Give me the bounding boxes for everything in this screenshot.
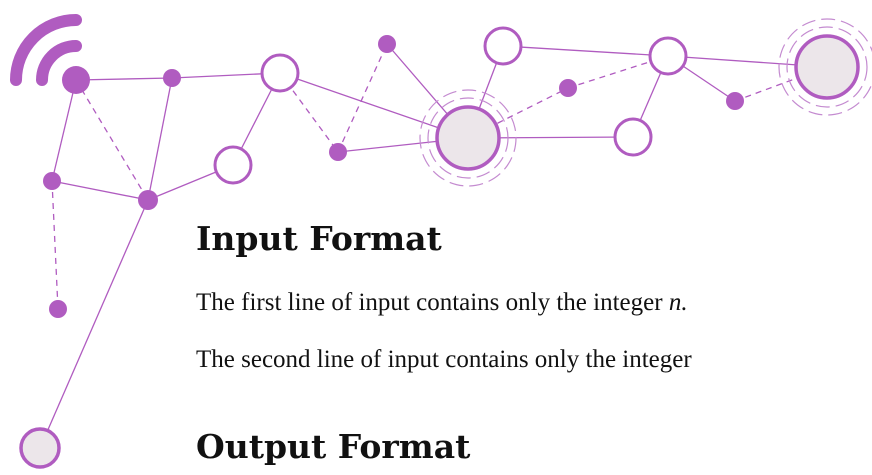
output-format-heading: Output Format xyxy=(196,427,471,466)
input-line-1-text: The first line of input contains only th… xyxy=(196,289,669,316)
input-line-1: The first line of input contains only th… xyxy=(196,290,688,315)
network-dots xyxy=(43,35,744,318)
input-format-heading: Input Format xyxy=(196,219,442,258)
input-line-2: The second line of input contains only t… xyxy=(196,347,692,372)
input-line-2-text: The second line of input contains only t… xyxy=(196,346,692,373)
network-lines xyxy=(39,43,828,449)
input-line-1-variable: n. xyxy=(668,289,688,316)
halo-rings xyxy=(419,18,872,187)
wifi-signal-icon xyxy=(10,14,82,86)
network-hollow-nodes xyxy=(213,26,688,185)
network-hub-nodes xyxy=(19,34,860,469)
